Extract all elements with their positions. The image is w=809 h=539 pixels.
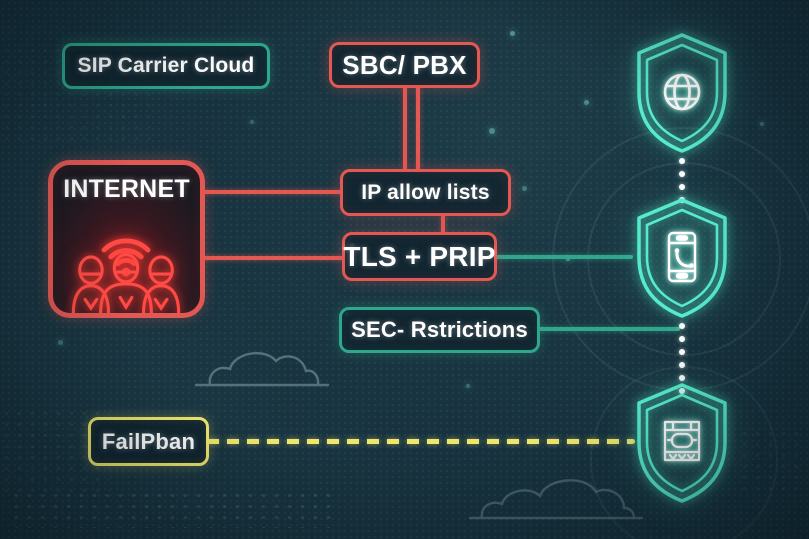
connector-internet-tls: [203, 256, 344, 260]
halftone-dots: [10, 490, 340, 528]
background-speck: [58, 340, 63, 345]
background-speck: [466, 384, 470, 388]
background-speck: [584, 100, 589, 105]
cloud-outline: [194, 352, 330, 387]
dotted-link-shield2-shield3: [679, 323, 685, 394]
internet-graphic: [71, 238, 181, 313]
tls-prip-box: TLS + PRIP: [342, 232, 497, 281]
background-speck: [489, 128, 495, 134]
connector-internet-ipallow: [203, 190, 342, 194]
connector-fail2ban-shield: [207, 439, 635, 444]
connector-tls-shield: [495, 255, 633, 259]
connector-sbc-ipallow-left: [403, 86, 407, 171]
tls-prip-label: TLS + PRIP: [343, 240, 496, 272]
jail-icon: [663, 420, 701, 462]
internet-label: INTERNET: [63, 175, 190, 203]
connector-sbc-ipallow-right: [416, 86, 420, 171]
background-speck: [522, 186, 527, 191]
sec-restrictions-label: SEC- Rstrictions: [351, 317, 528, 342]
globe-icon: [663, 73, 701, 111]
connector-ipallow-tls: [441, 213, 445, 234]
fail2ban-label: FailPban: [101, 428, 196, 454]
sip-carrier-cloud-box: SIP Carrier Cloud: [62, 43, 270, 89]
shield-globe: [628, 30, 736, 161]
background-speck: [760, 122, 764, 126]
ip-allow-lists-box: IP allow lists: [340, 169, 511, 216]
sec-restrictions-box: SEC- Rstrictions: [339, 307, 540, 353]
sbc-pbx-box: SBC/ PBX: [329, 42, 480, 88]
background-speck: [250, 120, 254, 124]
connector-sec-dots: [538, 327, 680, 331]
background-speck: [510, 31, 515, 36]
phone-icon: [667, 231, 697, 283]
sbc-pbx-label: SBC/ PBX: [342, 49, 467, 80]
fail2ban-box: FailPban: [88, 417, 209, 466]
internet-box: INTERNET: [48, 160, 205, 318]
shield-phone: [628, 195, 736, 326]
background-speck: [566, 257, 570, 261]
ip-allow-lists-label: IP allow lists: [361, 180, 490, 204]
cloud-outline: [468, 479, 644, 520]
sip-carrier-cloud-label: SIP Carrier Cloud: [77, 54, 255, 77]
shield-jail: [628, 380, 736, 511]
